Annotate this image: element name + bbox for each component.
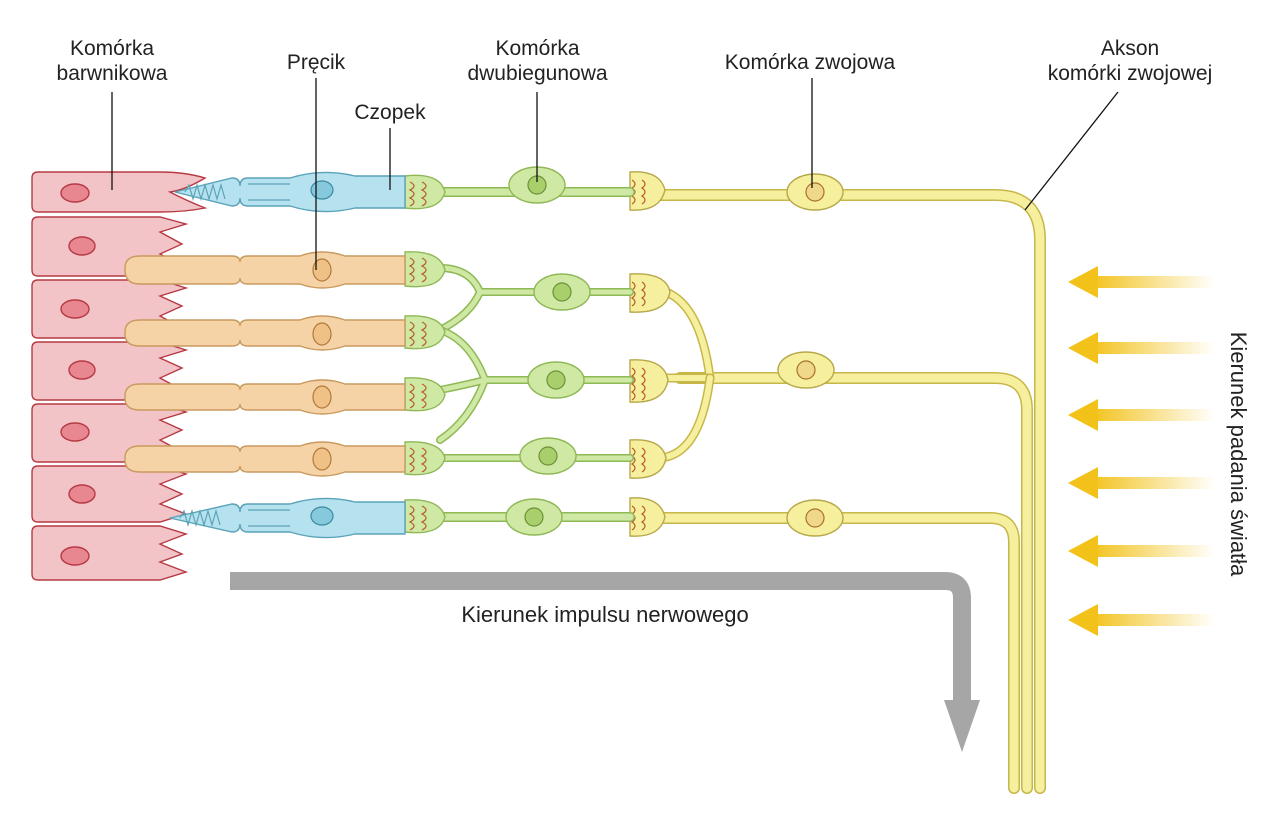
rod (124, 251, 406, 289)
synapse-squiggles (630, 179, 646, 531)
ganglion-axons (654, 189, 1046, 794)
label-axon-line1: Akson (1100, 37, 1160, 60)
label-ganglion-axon: Akson komórki zwojowej (1030, 36, 1230, 86)
receptor-synapse-squiggles (408, 181, 427, 531)
bipolar-terminals (629, 171, 671, 537)
light-arrow (1068, 467, 1215, 499)
pigment-cell (31, 465, 189, 523)
bipolar-nuclei (524, 175, 572, 527)
bipolar-cells (505, 166, 591, 536)
light-arrow (1068, 535, 1215, 567)
rod (124, 315, 406, 351)
label-ganglion-cell: Komórka zwojowa (724, 51, 896, 74)
label-light-direction: Kierunek padania światła (1226, 331, 1251, 577)
label-axon-line2: komórki zwojowej (1047, 62, 1213, 85)
pigment-cell (31, 525, 189, 581)
label-rod: Pręcik (286, 51, 346, 74)
label-cone: Czopek (354, 101, 426, 124)
ganglion-cells (777, 173, 844, 537)
light-arrow (1068, 399, 1215, 431)
cone (169, 497, 406, 539)
rod (124, 441, 406, 477)
label-bipolar-line1: Komórka (495, 37, 580, 60)
bipolar-dendrites (404, 174, 446, 534)
label-pigment-line1: Komórka (69, 37, 155, 60)
pigment-epithelium (31, 171, 208, 581)
rods (124, 251, 406, 477)
cone-outer-segments (179, 182, 290, 528)
label-pointers (111, 78, 1119, 270)
label-bipolar-line2: dwubiegunowa (467, 62, 608, 85)
ganglion-nuclei (796, 182, 825, 528)
light-arrows (1068, 266, 1215, 636)
label-pigment-cell: Komórka barwnikowa (42, 36, 182, 86)
label-nerve-impulse-direction: Kierunek impulsu nerwowego (461, 602, 749, 627)
label-pigment-line2: barwnikowa (56, 62, 168, 85)
cones (169, 171, 406, 539)
label-bipolar-cell: Komórka dwubiegunowa (455, 36, 620, 86)
rod-nuclei (312, 258, 332, 471)
nerve-impulse-arrow (230, 572, 980, 752)
rod (124, 379, 406, 415)
light-arrow (1068, 266, 1215, 298)
cone (174, 171, 406, 213)
pigment-nuclei (60, 183, 96, 566)
light-arrow (1068, 604, 1215, 636)
light-arrow (1068, 332, 1215, 364)
